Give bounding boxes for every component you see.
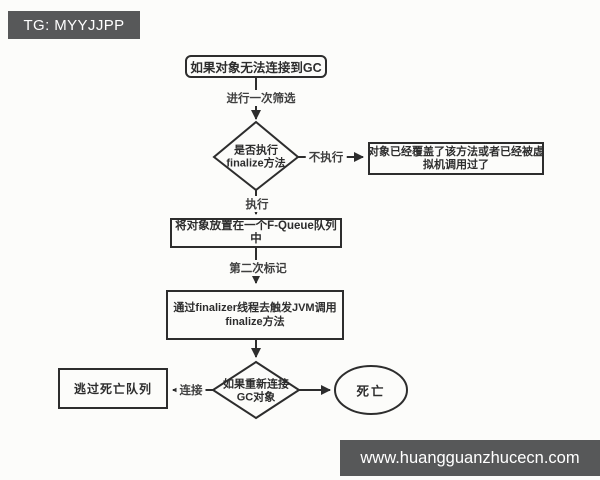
decision-reconnect-shape <box>211 360 301 420</box>
decision-reconnect-line2: GC对象 <box>236 391 276 403</box>
decision-finalize-line1: 是否执行 <box>233 144 278 157</box>
node-finalizer-line2: finalize方法 <box>225 316 285 328</box>
node-escape: 逃过死亡队列 <box>58 368 168 409</box>
node-fqueue-line2: 中 <box>250 233 262 245</box>
decision-finalize-line2: finalize方法 <box>226 157 286 169</box>
node-death-label: 死亡 <box>356 384 386 399</box>
edge-label-not-execute: 不执行 <box>305 149 347 165</box>
edge-label-second-mark: 第二次标记 <box>226 260 290 276</box>
watermark-website-badge: www.huangguanzhucecn.com <box>340 440 600 476</box>
node-finalizer: 通过finalizer线程去触发JVM调用 finalize方法 <box>166 290 344 340</box>
decision-finalize-label: 是否执行 finalize方法 <box>226 145 285 170</box>
node-overridden: 对象已经覆盖了该方法或者已经被虚 拟机调用过了 <box>368 142 544 175</box>
decision-finalize-shape <box>212 120 300 192</box>
node-overridden-line1: 对象已经覆盖了该方法或者已经被虚 <box>368 145 544 158</box>
watermark-telegram-badge: TG: MYYJJPP <box>8 11 140 39</box>
decision-reconnect-line1: 如果重新连接 <box>223 378 289 391</box>
node-fqueue: 将对象放置在一个F-Queue队列 中 <box>170 218 342 248</box>
death-terminal-shape <box>334 365 408 415</box>
node-fqueue-line1: 将对象放置在一个F-Queue队列 <box>175 220 337 232</box>
edge-label-execute: 执行 <box>242 196 272 212</box>
node-finalizer-line1: 通过finalizer线程去触发JVM调用 <box>173 302 337 314</box>
decision-reconnect-label: 如果重新连接 GC对象 <box>223 379 289 404</box>
node-start: 如果对象无法连接到GC <box>185 55 327 78</box>
node-overridden-line2: 拟机调用过了 <box>423 158 489 171</box>
edge-label-connect: 连接 <box>176 382 206 398</box>
edge-label-screening: 进行一次筛选 <box>223 90 299 106</box>
